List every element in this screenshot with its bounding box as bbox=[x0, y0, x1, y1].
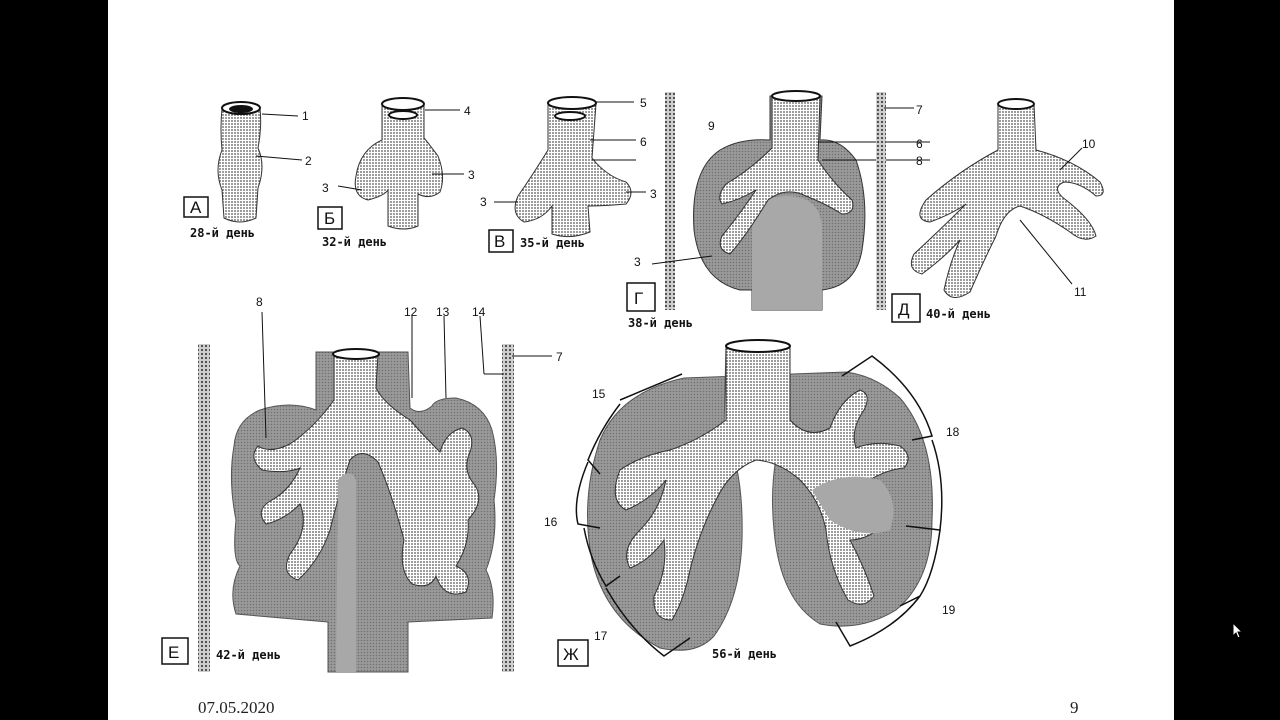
label-3-v-right: 3 bbox=[650, 187, 657, 201]
stage-e: 8 12 13 14 7 Е 42-й день bbox=[161, 295, 563, 673]
label-6-v: 6 bbox=[640, 135, 647, 149]
label-18: 18 bbox=[946, 425, 960, 439]
stage-day-zh: 56-й день bbox=[712, 647, 777, 661]
stage-letter-g: Г bbox=[634, 289, 643, 308]
label-13: 13 bbox=[436, 305, 450, 319]
stage-g: 9 6 8 3 Г 38-й день bbox=[626, 90, 930, 330]
label-14: 14 bbox=[472, 305, 486, 319]
label-6-g: 6 bbox=[916, 137, 923, 151]
stage-zh: 15 16 17 18 19 Ж 56-й день bbox=[544, 339, 960, 667]
mouse-cursor-icon bbox=[1232, 622, 1244, 639]
stage-day-e: 42-й день bbox=[216, 648, 281, 662]
stage-day-a: 28-й день bbox=[190, 226, 255, 240]
label-8-g: 8 bbox=[916, 154, 923, 168]
stage-v: 5 6 3 3 В 35-й день bbox=[480, 96, 657, 253]
label-3-b-left: 3 bbox=[322, 181, 329, 195]
label-5: 5 bbox=[640, 96, 647, 110]
stage-letter-v: В bbox=[494, 232, 505, 251]
label-7-d: 7 bbox=[916, 103, 923, 117]
stage-day-g: 38-й день bbox=[628, 316, 693, 330]
label-10: 10 bbox=[1082, 137, 1096, 151]
stage-letter-a: А bbox=[190, 198, 202, 217]
stage-a: 1 2 А 28-й день bbox=[183, 101, 312, 240]
lung-development-figure: 1 2 А 28-й день 4 3 3 Б 32-й день 5 6 3 … bbox=[161, 90, 1104, 673]
label-3-g: 3 bbox=[634, 255, 641, 269]
stage-b: 4 3 3 Б 32-й день bbox=[317, 97, 475, 249]
stage-day-b: 32-й день bbox=[322, 235, 387, 249]
label-3-v-left: 3 bbox=[480, 195, 487, 209]
label-11: 11 bbox=[1074, 285, 1087, 299]
label-9: 9 bbox=[708, 119, 715, 133]
stage-letter-d: Д bbox=[898, 300, 910, 319]
label-17: 17 bbox=[594, 629, 608, 643]
label-8-e: 8 bbox=[256, 295, 263, 309]
stage-letter-zh: Ж bbox=[563, 645, 579, 664]
label-12: 12 bbox=[404, 305, 418, 319]
label-16: 16 bbox=[544, 515, 558, 529]
label-1: 1 bbox=[302, 109, 309, 123]
page-number: 9 bbox=[1070, 698, 1079, 717]
label-7-e: 7 bbox=[556, 350, 563, 364]
slide: 1 2 А 28-й день 4 3 3 Б 32-й день 5 6 3 … bbox=[108, 0, 1174, 720]
footer-date: 07.05.2020 bbox=[198, 698, 275, 717]
label-2: 2 bbox=[305, 154, 312, 168]
stage-letter-e: Е bbox=[168, 643, 179, 662]
stage-day-d: 40-й день bbox=[926, 307, 991, 321]
label-3-b-right: 3 bbox=[468, 168, 475, 182]
stage-d: 7 10 11 Д 40-й день bbox=[876, 92, 1104, 323]
label-15: 15 bbox=[592, 387, 606, 401]
stage-letter-b: Б bbox=[324, 209, 335, 228]
label-19: 19 bbox=[942, 603, 956, 617]
label-4: 4 bbox=[464, 104, 471, 118]
stage-day-v: 35-й день bbox=[520, 236, 585, 250]
